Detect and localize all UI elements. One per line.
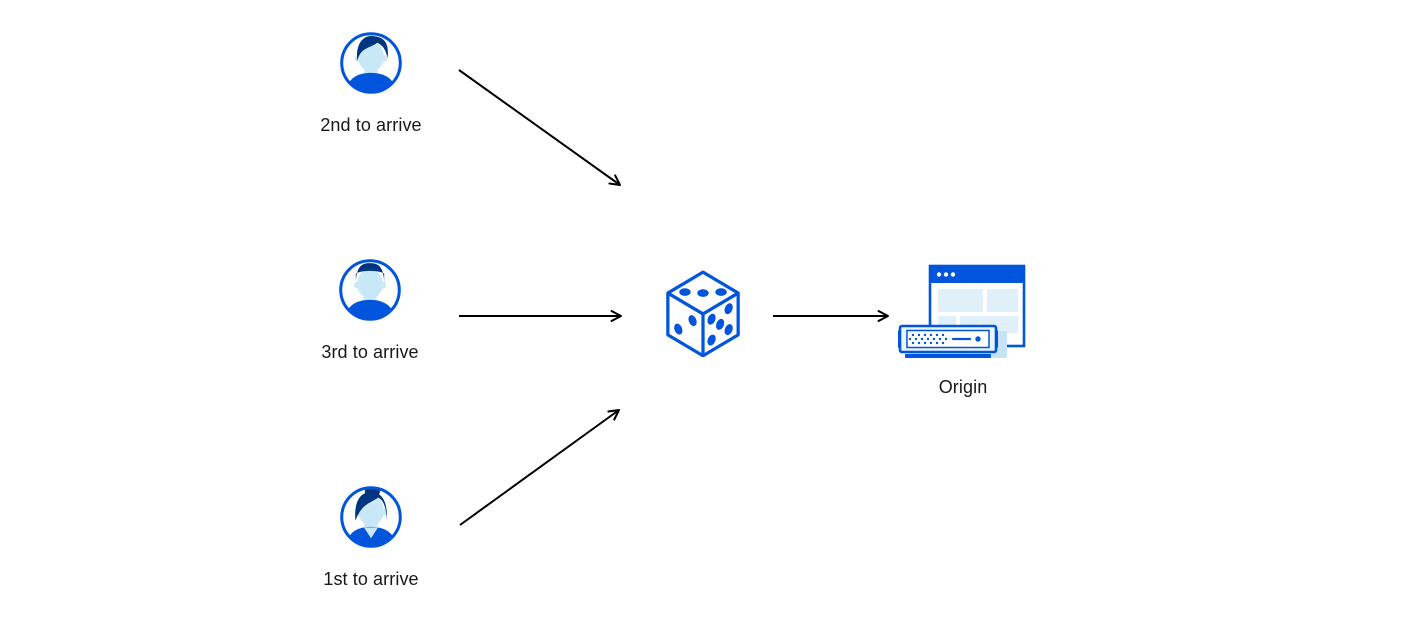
dice-icon [666, 270, 740, 357]
arrow-user2nd-to-dice [458, 69, 621, 186]
male-user-flat-top-icon [339, 259, 401, 321]
user-label-2nd: 2nd to arrive [320, 115, 422, 135]
female-user-hair-bun-icon [340, 486, 402, 548]
user-node-1st-to-arrive: 1st to arrive [301, 483, 441, 590]
origin-node: Origin [898, 264, 1028, 398]
user-node-3rd-to-arrive: 3rd to arrive [300, 256, 440, 363]
user-label-1st: 1st to arrive [323, 569, 419, 589]
user-label-3rd: 3rd to arrive [321, 342, 419, 362]
dice-node [665, 269, 741, 357]
server-icon [898, 324, 1007, 358]
origin-server-browser-icon [898, 264, 1026, 358]
male-user-swept-hair-icon [340, 32, 402, 94]
user-node-2nd-to-arrive: 2nd to arrive [301, 29, 441, 136]
arrow-user1st-to-dice [459, 409, 620, 526]
origin-label: Origin [938, 377, 988, 397]
